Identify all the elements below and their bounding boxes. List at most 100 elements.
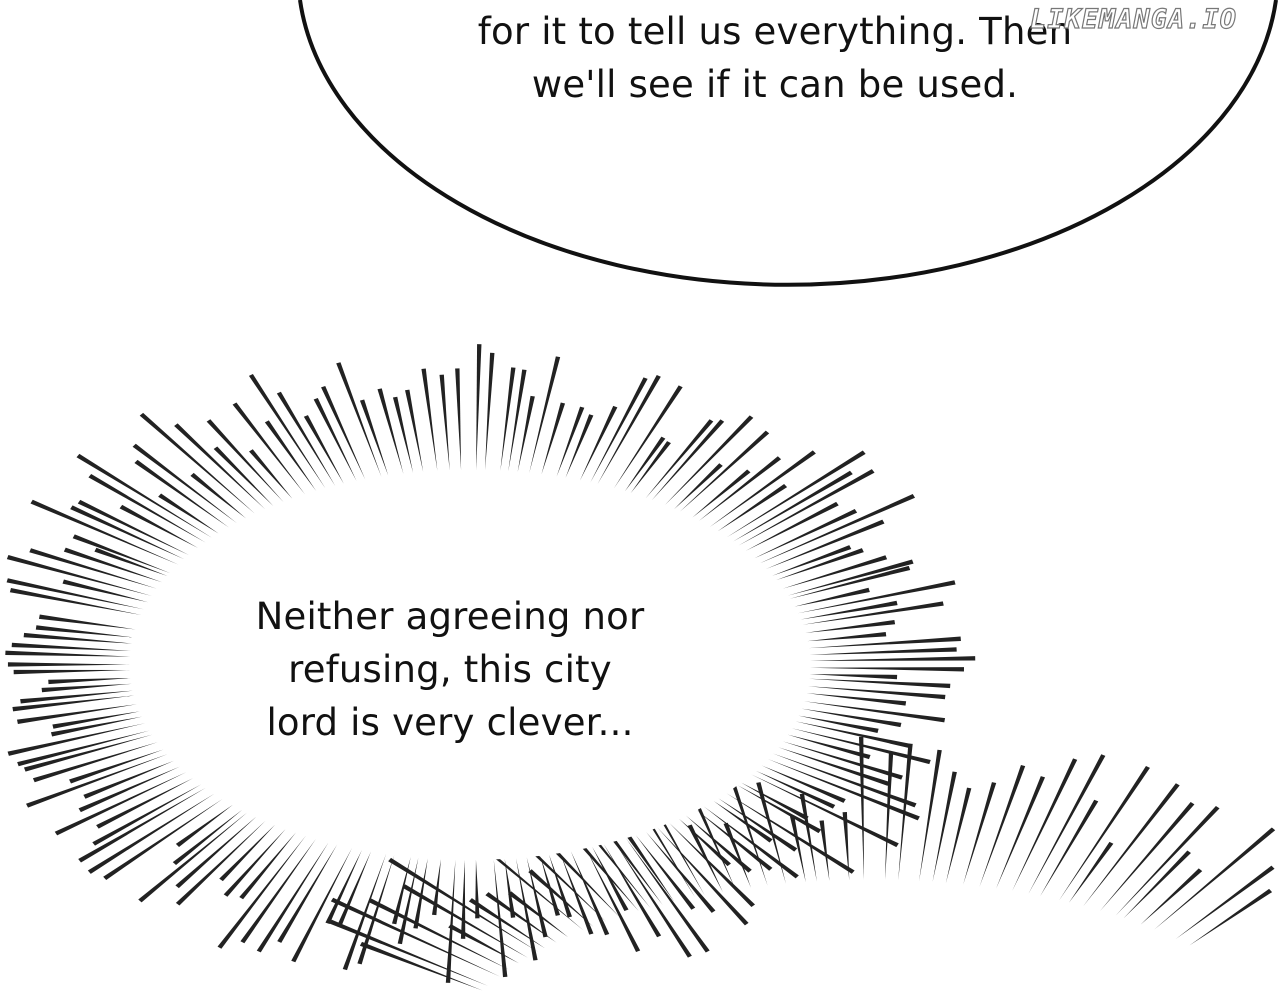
- burst-spike: [674, 463, 723, 510]
- burst-spike: [809, 678, 951, 689]
- burst-spike: [13, 669, 131, 675]
- burst-spike: [613, 385, 683, 489]
- burst-spike: [77, 499, 190, 556]
- burst-spike: [789, 565, 911, 599]
- burst-spike: [38, 614, 136, 630]
- burst-spike: [842, 811, 850, 881]
- burst-spike: [751, 774, 899, 848]
- burst-spike: [1115, 805, 1220, 916]
- burst-spike: [76, 453, 213, 538]
- burst-spike: [754, 508, 858, 559]
- burst-spike: [718, 798, 798, 852]
- burst-spike: [249, 449, 293, 499]
- burst-spike: [1059, 766, 1150, 901]
- burst-spike: [26, 754, 168, 808]
- burst-spike: [726, 450, 866, 538]
- burst-spike: [669, 822, 755, 908]
- burst-spike: [696, 810, 773, 871]
- burst-spike: [23, 734, 153, 772]
- burst-spike: [791, 728, 931, 765]
- burst-spike: [217, 835, 306, 949]
- burst-spike: [175, 820, 266, 906]
- burst-spike: [1028, 754, 1106, 895]
- burst-spike: [41, 683, 132, 693]
- burst-spike: [219, 824, 276, 882]
- burst-spike: [240, 838, 316, 944]
- burst-spike: [932, 771, 957, 883]
- burst-spike: [359, 941, 483, 991]
- burst-spike: [264, 420, 317, 492]
- burst-spike: [645, 419, 714, 499]
- burst-spike: [70, 505, 185, 560]
- burst-spike: [808, 636, 961, 649]
- burst-spike: [223, 828, 286, 897]
- burst-spike: [789, 815, 806, 883]
- burst-spike: [485, 892, 557, 943]
- burst-spike: [540, 855, 561, 916]
- burst-spike: [1068, 841, 1114, 903]
- burst-spike: [560, 853, 594, 935]
- thought-bubble-text: Neither agreeing nor refusing, this city…: [220, 590, 680, 749]
- burst-spike: [548, 854, 572, 918]
- burst-spike: [508, 369, 527, 472]
- burst-spike: [801, 708, 902, 728]
- burst-spike: [664, 415, 754, 506]
- burst-spike: [172, 809, 243, 866]
- burst-spike: [799, 793, 817, 882]
- burst-spike: [17, 730, 150, 767]
- burst-spike: [421, 368, 438, 471]
- burst-spike: [919, 749, 942, 882]
- burst-spike: [303, 415, 344, 484]
- burst-spike: [6, 554, 152, 597]
- burst-spike: [806, 693, 907, 706]
- burst-bubble-thought: [5, 344, 976, 983]
- burst-spike: [570, 851, 610, 936]
- burst-spike: [1189, 888, 1273, 946]
- burst-spike: [132, 443, 237, 524]
- burst-spike: [809, 647, 957, 655]
- burst-spike: [782, 555, 888, 589]
- burst-spike: [630, 441, 671, 494]
- burst-spike: [797, 580, 956, 614]
- burst-spike: [35, 625, 134, 638]
- burst-spike: [614, 841, 692, 958]
- burst-spike: [485, 352, 495, 471]
- burst-spike: [761, 765, 846, 803]
- burst-spike: [679, 430, 770, 512]
- burst-spike: [782, 741, 903, 780]
- burst-spike: [590, 377, 648, 483]
- burst-spike: [405, 389, 424, 472]
- burst-spike: [1140, 868, 1203, 925]
- dialogue-line: for it to tell us everything. Then: [477, 10, 1073, 53]
- burst-spike: [807, 631, 887, 642]
- burst-spike: [248, 374, 326, 489]
- burst-spike: [819, 820, 830, 881]
- burst-spike: [537, 832, 620, 918]
- burst-spike: [622, 828, 675, 902]
- speech-bubble-top: [298, 0, 1278, 287]
- burst-spike: [741, 782, 809, 821]
- burst-spike: [88, 474, 206, 543]
- burst-spike: [517, 395, 535, 472]
- burst-spike: [455, 368, 462, 471]
- burst-spike: [213, 446, 274, 506]
- burst-spike: [276, 391, 336, 486]
- burst-spike: [787, 559, 914, 596]
- burst-spike: [357, 855, 395, 965]
- burst-spike: [87, 793, 215, 874]
- burst-fill: [430, 880, 1280, 998]
- burst-spike: [336, 362, 382, 477]
- burst-spike: [232, 402, 306, 495]
- burst-spike: [134, 459, 229, 528]
- burst-spike: [597, 375, 661, 485]
- burst-spike: [963, 782, 997, 885]
- burst-spike: [402, 884, 529, 958]
- burst-spike: [738, 469, 875, 546]
- burst-spike: [759, 494, 916, 564]
- burst-spike: [798, 715, 879, 734]
- burst-spike: [698, 456, 782, 521]
- burst-spike: [805, 619, 896, 633]
- burst-spike: [138, 812, 248, 903]
- burst-spike: [772, 753, 917, 808]
- burst-spike: [96, 778, 194, 829]
